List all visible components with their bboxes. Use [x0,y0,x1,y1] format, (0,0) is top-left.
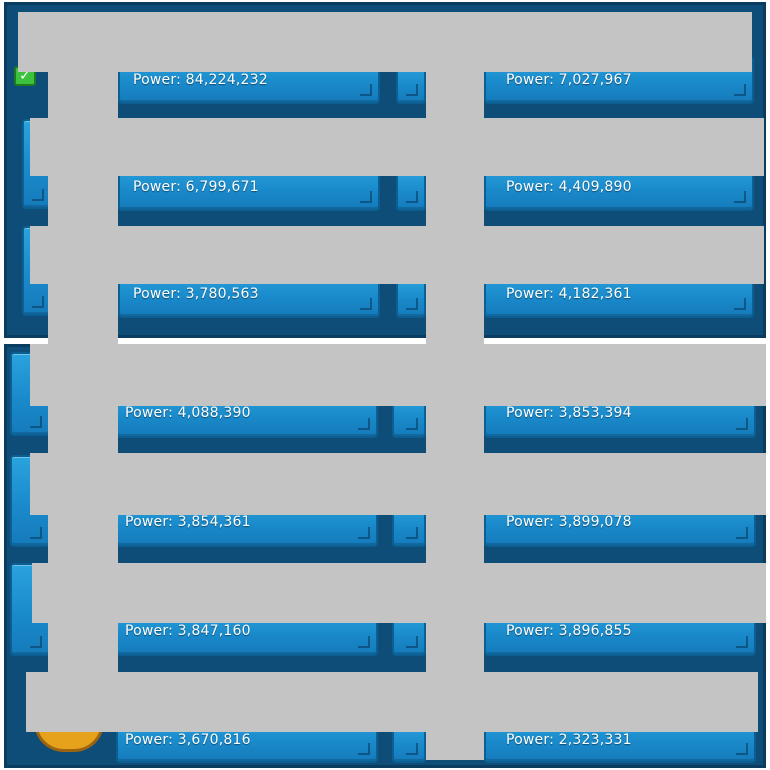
redaction-bar [18,12,752,72]
redaction-bar [30,226,764,284]
power-value: Power: 4,088,390 [125,405,251,421]
redaction-bar [30,118,764,176]
card-edge [396,169,426,211]
power-value: Power: 3,899,078 [506,514,632,530]
power-value: Power: 6,799,671 [133,179,259,195]
power-value: Power: 3,780,563 [133,286,259,302]
power-value: Power: 7,027,967 [506,72,632,88]
redaction-bar [26,672,758,732]
power-value: Power: 84,224,232 [133,72,268,88]
power-value: Power: 3,853,394 [506,405,632,421]
redaction-column [426,340,484,760]
power-value: Power: 3,847,160 [125,623,251,639]
power-value: Power: 3,896,855 [506,623,632,639]
power-value: Power: 4,182,361 [506,286,632,302]
power-value: Power: 3,854,361 [125,514,251,530]
redaction-column [48,60,118,346]
redaction-bar [32,563,766,623]
power-value: Power: 2,323,331 [506,732,632,748]
redaction-bar [30,453,766,515]
redaction-bar [30,344,766,406]
power-value: Power: 4,409,890 [506,179,632,195]
redaction-column [426,60,484,346]
power-value: Power: 3,670,816 [125,732,251,748]
redaction-column [48,340,118,718]
